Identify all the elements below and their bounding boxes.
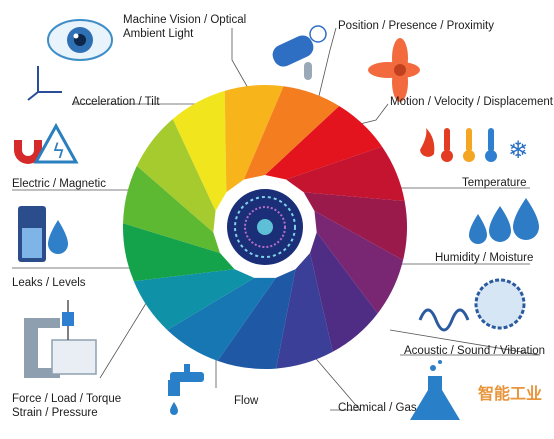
eye-icon: [47, 19, 113, 61]
label-electric: Electric / Magnetic: [12, 178, 106, 190]
magnet-warning-icon: ϟ: [14, 122, 79, 164]
label-temperature: Temperature: [462, 177, 527, 189]
label-leaks: Leaks / Levels: [12, 277, 86, 289]
center-pattern-core: [257, 219, 273, 235]
wheel-segment: [303, 192, 407, 261]
center-pattern-ring: [234, 196, 296, 258]
wheel-segment: [123, 165, 220, 253]
wheel-segment: [167, 277, 276, 361]
label-chemical: Chemical / Gas: [338, 402, 417, 414]
leader-machine-vision: [231, 28, 249, 89]
flask-icon: [410, 360, 460, 420]
faucet-icon: [168, 364, 204, 415]
water-drops-icon: [469, 198, 539, 244]
clamp-load-icon: [24, 300, 97, 378]
leader-acoustic: [389, 329, 541, 356]
label-acceleration: Acceleration / Tilt: [72, 96, 160, 108]
label-machine-vision: Machine Vision / Optical Ambient Light: [123, 14, 247, 40]
sound-burst-icon: [418, 278, 526, 332]
leader-chemical: [299, 339, 361, 411]
label-acoustic: Acoustic / Sound / Vibration: [404, 345, 546, 357]
tank-drop-icon: [18, 206, 68, 262]
wheel-segment: [286, 146, 405, 202]
wheel-segment: [172, 90, 227, 211]
wheel-segment: [310, 232, 378, 352]
label-position: Position / Presence / Proximity: [338, 20, 494, 32]
watermark-logo: 智能工业: [478, 386, 543, 403]
label-humidity: Humidity / Moisture: [435, 252, 534, 264]
leader-position: [317, 27, 337, 101]
label-flow: Flow: [234, 395, 259, 407]
axes-icon: [27, 66, 62, 101]
wheel-segment: [123, 223, 235, 282]
wheel-segment: [217, 269, 296, 369]
wheel-segment: [133, 269, 255, 330]
wheel-segment: [265, 105, 383, 180]
label-force: Force / Load / Torque Strain / Pressure: [12, 393, 122, 419]
svg-text:❄: ❄: [508, 136, 528, 164]
wheel-segment: [224, 85, 284, 193]
label-motion: Motion / Velocity / Displacement: [390, 96, 553, 108]
wheel-segment: [136, 119, 216, 233]
svg-text:ϟ: ϟ: [52, 139, 65, 163]
fan-icon: [368, 38, 420, 102]
pointing-hand-icon: [272, 25, 327, 80]
temperature-icons: ❄: [420, 128, 528, 164]
leader-force: [99, 299, 149, 379]
wheel-segment: [314, 210, 404, 314]
wheel-segment: [243, 86, 340, 180]
wheel-segment: [276, 253, 333, 369]
center-pattern-inner: [244, 206, 286, 248]
